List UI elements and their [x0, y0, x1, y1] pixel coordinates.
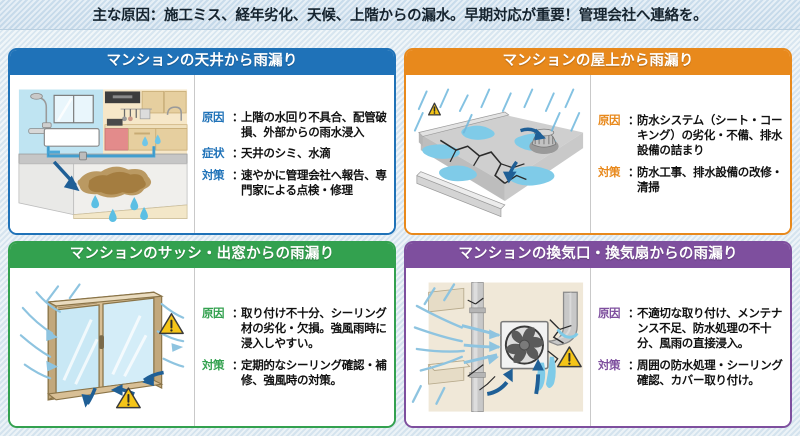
panel-ceiling-title: マンションの天井から雨漏り — [10, 50, 394, 75]
info-row: 原因 ： 不適切な取り付け、メンテナンス不足、防水処理の不十分、風雨の直接浸入。 — [598, 307, 784, 353]
info-text: 防水システム（シート・コーキング）の劣化・不備、排水設備の詰まり — [637, 115, 783, 158]
info-label: 対策 — [202, 359, 225, 372]
info-label: 対策 — [598, 166, 621, 179]
info-label: 原因 — [202, 112, 225, 125]
window-leak-illustration — [10, 268, 194, 426]
info-row: 症状 ： 天井のシミ、水滴 — [202, 147, 388, 162]
warning-icon — [115, 387, 141, 409]
warning-icon — [556, 346, 582, 368]
info-colon: ： — [628, 308, 640, 321]
info-colon: ： — [232, 359, 244, 372]
panel-ceiling-body: 原因 ： 上階の水回り不具合、配管破損、外部からの雨水浸入 症状 ： 天井のシミ… — [10, 74, 394, 233]
info-row: 原因 ： 取り付け不十分、シーリング材の劣化・欠損。強風雨時に浸入しやすい。 — [202, 307, 388, 353]
info-label: 症状 — [202, 148, 225, 161]
info-colon: ： — [232, 308, 244, 321]
info-text: 定期的なシーリング確認・補修、強風時の対策。 — [241, 359, 387, 387]
info-colon: ： — [232, 112, 244, 125]
info-text: 不適切な取り付け、メンテナンス不足、防水処理の不十分、風雨の直接浸入。 — [637, 308, 783, 351]
warning-icon — [158, 312, 184, 335]
panel-ceiling: マンションの天井から雨漏り — [8, 48, 396, 235]
header-banner: 主な原因：施工ミス、経年劣化、天候、上階からの漏水。早期対応が重要！管理会社へ連… — [0, 0, 800, 30]
rooftop-leak-illustration — [406, 75, 590, 233]
panel-rooftop: マンションの屋上から雨漏り — [404, 48, 792, 235]
panel-grid: マンションの天井から雨漏り — [0, 34, 800, 436]
panel-vent: マンションの換気口・換気扇からの雨漏り — [404, 241, 792, 428]
info-row: 原因 ： 防水システム（シート・コーキング）の劣化・不備、排水設備の詰まり — [598, 114, 784, 160]
info-colon: ： — [232, 169, 244, 182]
panel-window-title: マンションのサッシ・出窓からの雨漏り — [10, 243, 394, 268]
panel-rooftop-info: 原因 ： 防水システム（シート・コーキング）の劣化・不備、排水設備の詰まり 対策… — [590, 74, 790, 233]
panel-window-body: 原因 ： 取り付け不十分、シーリング材の劣化・欠損。強風雨時に浸入しやすい。 対… — [10, 267, 394, 426]
warning-icon — [427, 102, 441, 116]
info-colon: ： — [628, 359, 640, 372]
info-row: 対策 ： 定期的なシーリング確認・補修、強風時の対策。 — [202, 359, 388, 389]
panel-rooftop-title: マンションの屋上から雨漏り — [406, 50, 790, 75]
info-text: 周囲の防水処理・シーリング確認、カバー取り付け。 — [637, 359, 783, 387]
info-colon: ： — [628, 166, 640, 179]
panel-vent-body: 原因 ： 不適切な取り付け、メンテナンス不足、防水処理の不十分、風雨の直接浸入。… — [406, 267, 790, 426]
info-colon: ： — [232, 148, 244, 161]
info-label: 対策 — [598, 359, 621, 372]
info-text: 防水工事、排水設備の改修・清掃 — [637, 166, 783, 194]
info-text: 取り付け不十分、シーリング材の劣化・欠損。強風雨時に浸入しやすい。 — [241, 308, 387, 351]
info-text: 天井のシミ、水滴 — [241, 148, 331, 161]
info-row: 対策 ： 周囲の防水処理・シーリング確認、カバー取り付け。 — [598, 359, 784, 389]
info-label: 原因 — [598, 308, 621, 321]
info-text: 上階の水回り不具合、配管破損、外部からの雨水浸入 — [241, 112, 387, 140]
info-label: 原因 — [202, 308, 225, 321]
panel-vent-title: マンションの換気口・換気扇からの雨漏り — [406, 243, 790, 268]
vent-leak-illustration — [406, 268, 590, 426]
info-colon: ： — [628, 115, 640, 128]
info-text: 速やかに管理会社へ報告、専門家による点検・修理 — [241, 169, 387, 197]
info-label: 原因 — [598, 115, 621, 128]
panel-rooftop-body: 原因 ： 防水システム（シート・コーキング）の劣化・不備、排水設備の詰まり 対策… — [406, 74, 790, 233]
info-row: 対策 ： 速やかに管理会社へ報告、専門家による点検・修理 — [202, 169, 388, 199]
panel-window: マンションのサッシ・出窓からの雨漏り — [8, 241, 396, 428]
banner-text: 主な原因：施工ミス、経年劣化、天候、上階からの漏水。早期対応が重要！管理会社へ連… — [92, 8, 708, 24]
info-row: 対策 ： 防水工事、排水設備の改修・清掃 — [598, 166, 784, 196]
panel-ceiling-info: 原因 ： 上階の水回り不具合、配管破損、外部からの雨水浸入 症状 ： 天井のシミ… — [194, 74, 394, 233]
info-label: 対策 — [202, 169, 225, 182]
panel-vent-info: 原因 ： 不適切な取り付け、メンテナンス不足、防水処理の不十分、風雨の直接浸入。… — [590, 267, 790, 426]
info-row: 原因 ： 上階の水回り不具合、配管破損、外部からの雨水浸入 — [202, 111, 388, 141]
panel-window-info: 原因 ： 取り付け不十分、シーリング材の劣化・欠損。強風雨時に浸入しやすい。 対… — [194, 267, 394, 426]
ceiling-leak-illustration — [10, 75, 194, 233]
